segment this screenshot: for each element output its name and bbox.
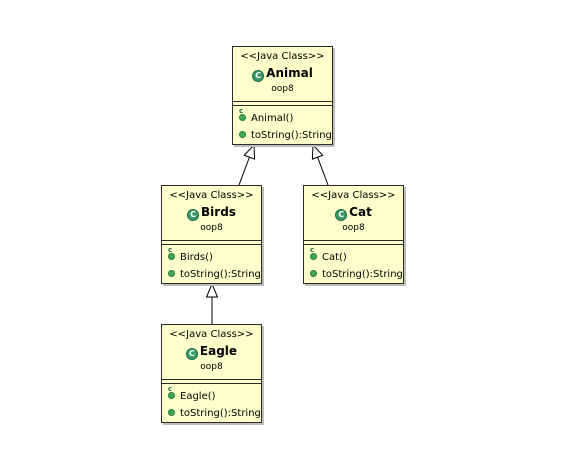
package-label: oop8 xyxy=(200,223,223,233)
public-method-icon xyxy=(310,270,317,277)
generalization-line xyxy=(317,156,329,186)
constructor-mark-icon: c xyxy=(168,385,173,393)
attributes-divider xyxy=(304,240,403,241)
generalization-edge-cat-to-animal[interactable] xyxy=(311,143,329,186)
constructor-mark-icon: c xyxy=(168,246,173,254)
generalization-edge-birds-to-animal[interactable] xyxy=(238,143,256,186)
class-name: Eagle xyxy=(199,344,238,358)
public-method-icon xyxy=(168,409,175,416)
operation-label: toString():String xyxy=(180,408,261,419)
operations-divider xyxy=(304,244,403,245)
operation-method[interactable]: toString():String xyxy=(233,127,332,144)
operation-label: toString():String xyxy=(180,269,261,280)
stereotype-label: <<Java Class>> xyxy=(169,190,254,201)
constructor-mark-icon: c xyxy=(310,246,315,254)
operation-label: Animal() xyxy=(251,113,294,124)
operations-divider xyxy=(162,383,261,384)
hollow-triangle-arrowhead-icon xyxy=(311,143,324,160)
class-name: Cat xyxy=(349,205,372,219)
public-method-icon xyxy=(168,270,175,277)
constructor-icon xyxy=(168,392,175,399)
hollow-triangle-arrowhead-icon xyxy=(205,282,219,298)
generalization-edge-eagle-to-birds[interactable] xyxy=(205,282,219,324)
package-label: oop8 xyxy=(271,84,294,94)
class-icon: C xyxy=(252,70,265,82)
operations-divider xyxy=(233,105,332,106)
operation-method[interactable]: toString():String xyxy=(162,266,261,283)
package-label: oop8 xyxy=(200,362,223,372)
constructor-icon xyxy=(239,114,246,121)
package-label: oop8 xyxy=(342,223,365,233)
class-icon: C xyxy=(335,209,348,221)
operation-label: Cat() xyxy=(322,252,347,263)
attributes-divider xyxy=(233,101,332,102)
stereotype-label: <<Java Class>> xyxy=(240,51,325,62)
constructor-mark-icon: c xyxy=(239,107,244,115)
class-name: Animal xyxy=(266,66,313,80)
class-icon: C xyxy=(185,348,198,360)
constructor-icon xyxy=(310,253,317,260)
attributes-divider xyxy=(162,379,261,380)
class-icon: C xyxy=(187,209,200,221)
attributes-divider xyxy=(162,240,261,241)
operation-method[interactable]: toString():String xyxy=(162,405,261,422)
stereotype-label: <<Java Class>> xyxy=(311,190,396,201)
operation-label: toString():String xyxy=(322,269,403,280)
class-name: Birds xyxy=(201,205,236,219)
operations-divider xyxy=(162,244,261,245)
stereotype-label: <<Java Class>> xyxy=(169,329,254,340)
operation-label: Birds() xyxy=(180,252,213,263)
generalization-line xyxy=(238,156,250,186)
constructor-icon xyxy=(168,253,175,260)
public-method-icon xyxy=(239,131,246,138)
operation-method[interactable]: toString():String xyxy=(304,266,403,283)
hollow-triangle-arrowhead-icon xyxy=(243,143,256,160)
operation-label: toString():String xyxy=(251,130,332,141)
operation-label: Eagle() xyxy=(180,391,216,402)
